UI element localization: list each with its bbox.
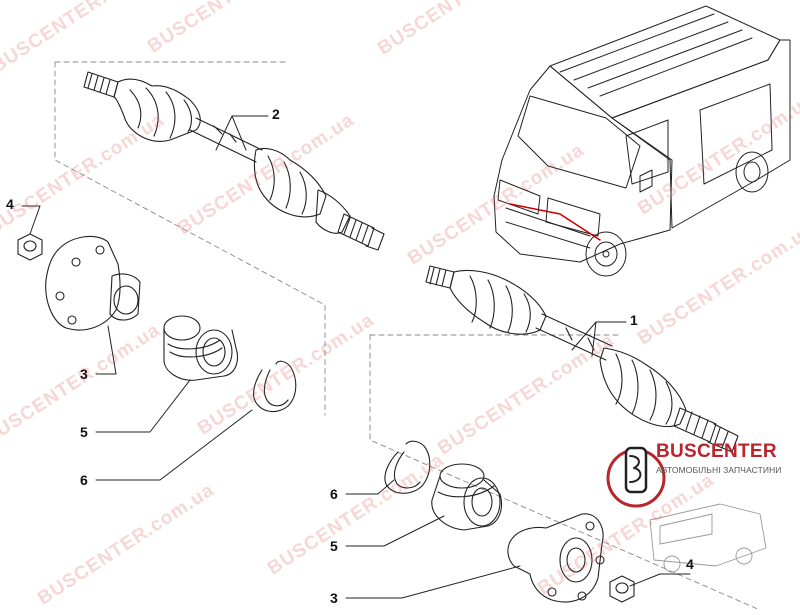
callout-4-right: 4 bbox=[686, 556, 694, 572]
callout-6-left: 6 bbox=[80, 472, 88, 488]
callout-3-left: 3 bbox=[80, 366, 88, 382]
circlip-right bbox=[384, 440, 431, 494]
brand-tagline: АВТОМОБІЛЬНІ ЗАПЧАСТИНИ bbox=[656, 465, 782, 475]
dashed-box-right bbox=[369, 334, 761, 611]
dashed-box-left bbox=[54, 61, 326, 416]
callout-6-right: 6 bbox=[330, 486, 338, 502]
drive-shaft-right bbox=[425, 265, 739, 453]
bearing-right bbox=[431, 463, 503, 531]
bearing-left bbox=[163, 315, 239, 381]
hub-left bbox=[45, 235, 141, 331]
brand-name: BUSCENTER bbox=[656, 441, 777, 462]
brand-logo bbox=[606, 446, 666, 508]
callout-4-left: 4 bbox=[6, 196, 14, 212]
callout-3-right: 3 bbox=[330, 590, 338, 606]
hub-right bbox=[507, 513, 605, 603]
callout-1: 1 bbox=[630, 312, 638, 328]
callout-5-right: 5 bbox=[330, 538, 338, 554]
callout-2: 2 bbox=[272, 106, 280, 122]
circlip-left bbox=[253, 360, 297, 413]
callout-5-left: 5 bbox=[80, 424, 88, 440]
nut-right bbox=[609, 575, 635, 603]
drive-shaft-left bbox=[83, 71, 385, 251]
nut-left bbox=[17, 233, 43, 261]
leader-lines bbox=[21, 115, 691, 599]
brand-van-sketch bbox=[649, 503, 767, 573]
van-illustration bbox=[493, 5, 791, 277]
